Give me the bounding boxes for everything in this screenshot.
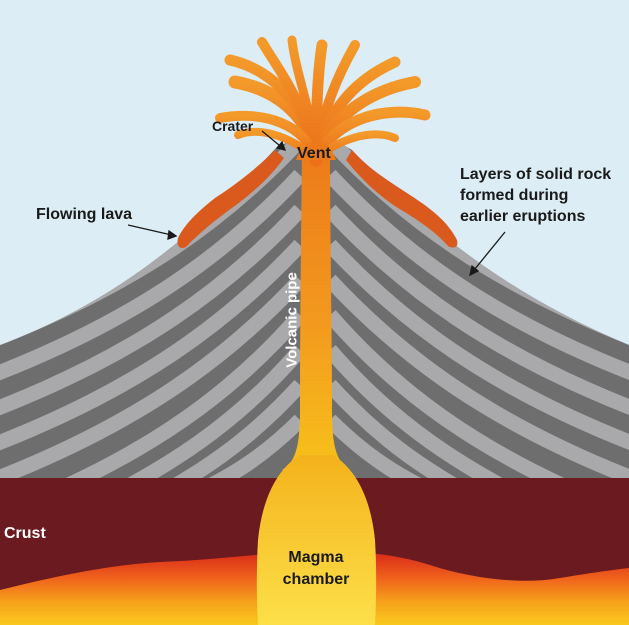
magma-chamber-label: Magma chamber <box>283 547 350 591</box>
lava-flow-left <box>177 150 284 248</box>
layers-pointer-head <box>469 264 480 277</box>
lava-flow-right <box>346 150 458 248</box>
vent <box>296 141 336 160</box>
crater-pointer-head <box>275 140 287 151</box>
crust-label: Crust <box>4 525 46 542</box>
flowing-lava-pointer-head <box>167 229 178 240</box>
magma-chamber-label-line: chamber <box>282 571 350 588</box>
rock-layers-label-line: Layers of solid rock <box>460 166 612 183</box>
magma-chamber-label-line: Magma <box>288 549 344 566</box>
magma-chamber <box>256 455 377 625</box>
volcanic-pipe-label: Volcanic pipe <box>283 272 301 368</box>
layers-pointer <box>469 231 506 276</box>
rock-layers-label-line: formed during <box>460 187 569 204</box>
volcanic-pipe <box>282 150 350 470</box>
rock-layers-label-line: earlier eruptions <box>460 208 586 225</box>
crater-label: Crater <box>212 118 254 134</box>
rock-layers-label: Layers of solid rock formed during earli… <box>460 164 611 227</box>
vent-label: Vent <box>297 145 331 162</box>
pointer-lines <box>127 130 506 277</box>
flowing-lava-label: Flowing lava <box>36 206 133 223</box>
